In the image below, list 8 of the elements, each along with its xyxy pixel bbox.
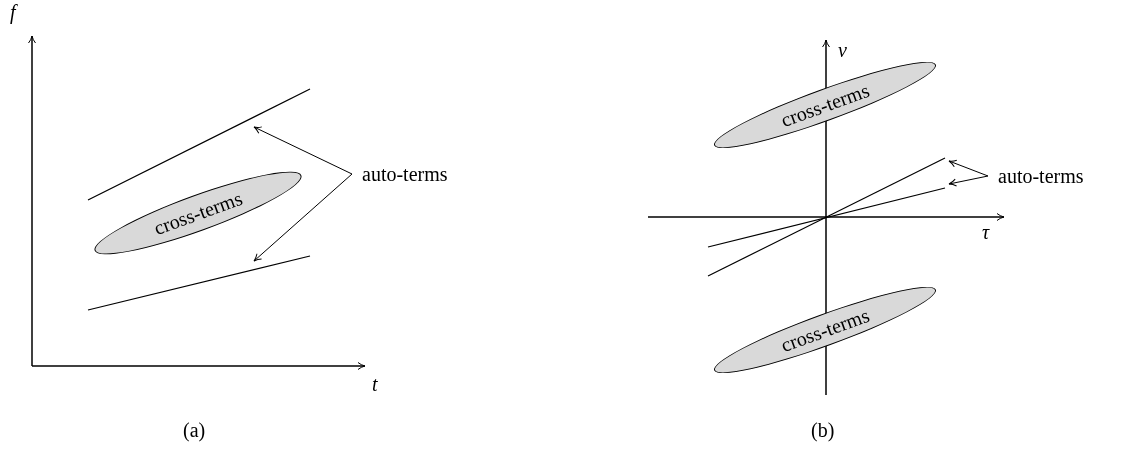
axis-label: t xyxy=(372,374,378,394)
callout-text: auto-terms xyxy=(362,162,472,186)
signal-line xyxy=(88,255,310,311)
axis-label: τ xyxy=(982,222,990,242)
panel-label: (a) xyxy=(183,420,206,440)
axis-label: f xyxy=(10,2,16,22)
panel-label: (b) xyxy=(811,420,835,440)
callout-text: auto-terms xyxy=(998,164,1116,188)
